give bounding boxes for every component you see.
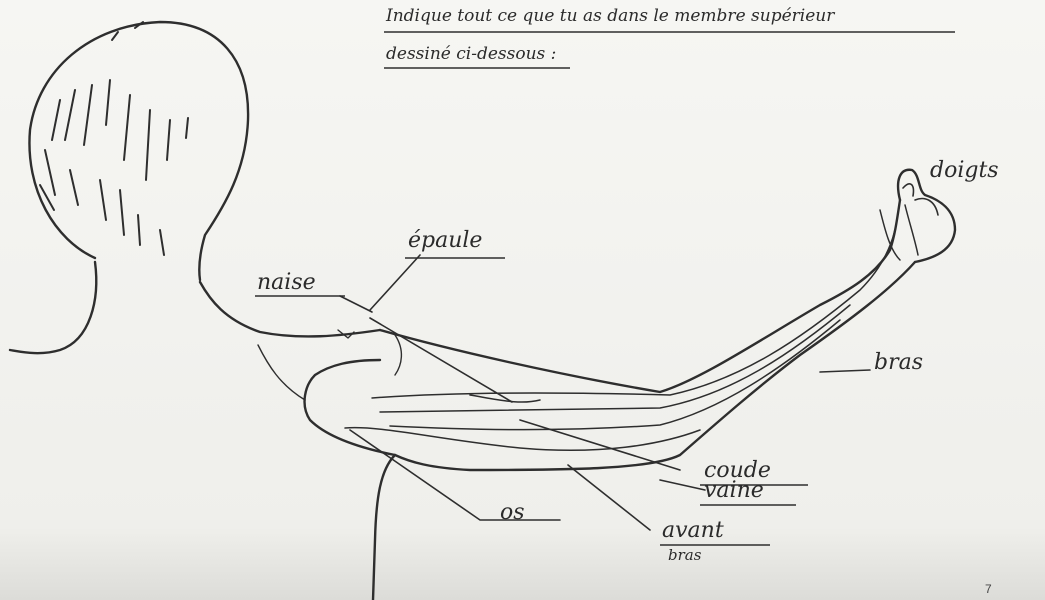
- arm-bottom: [395, 262, 915, 470]
- elbow-outline: [305, 360, 395, 455]
- instruction-line-2: dessiné ci-dessous :: [386, 44, 556, 64]
- hand: [898, 170, 955, 262]
- label-avant-bras: bras: [668, 546, 701, 564]
- label-epaule: épaule: [408, 228, 482, 253]
- label-vaine: vaine: [704, 478, 764, 503]
- instruction-line-1: Indique tout ce que tu as dans le membre…: [386, 6, 834, 26]
- label-avant: avant: [662, 518, 724, 543]
- page-number: 7: [985, 582, 992, 596]
- leader-lines: [340, 255, 870, 530]
- neck-back: [10, 262, 96, 353]
- label-bras: bras: [874, 350, 923, 375]
- torso-line: [373, 455, 395, 600]
- label-naise: naise: [257, 270, 316, 295]
- label-doigts: doigts: [930, 158, 999, 183]
- label-os: os: [500, 500, 525, 525]
- hair-strokes: [40, 22, 188, 255]
